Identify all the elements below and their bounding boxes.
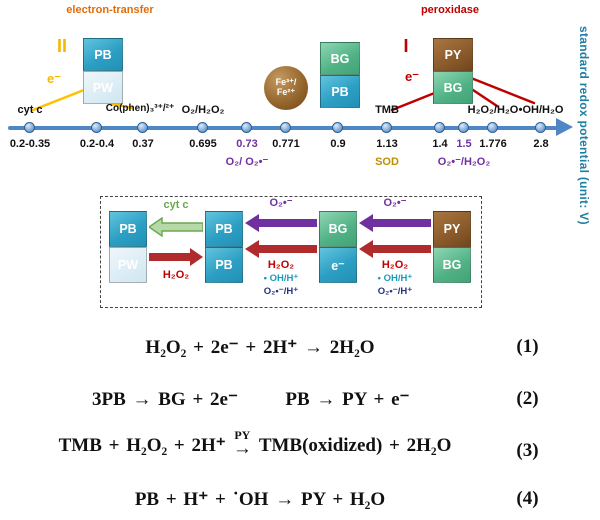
scheme-label-superoxide: O₂•⁻ [383, 197, 407, 209]
cube-bg: BG [433, 247, 471, 283]
equation-2a: 3PB → BG + 2e⁻ [91, 389, 239, 410]
equation-2b: PB → PY + e⁻ [285, 389, 410, 410]
redox-axis-arrowhead [556, 118, 573, 136]
axis-tick-value: 0.2-0.35 [9, 138, 51, 150]
green-arrow-left [149, 217, 203, 237]
label-h2o2-h2o: H₂O₂/H₂O [467, 104, 519, 116]
fe-redox-sphere: Fe³⁺/ Fe²⁺ [264, 66, 308, 110]
axis-tick-value: 1.5 [456, 138, 472, 150]
cube-py: PY [433, 211, 471, 247]
cube-pb: PB [205, 211, 243, 247]
cube-pb: PB [83, 38, 123, 71]
cube-bg: BG [320, 42, 360, 75]
label-oh-h2o: •OH/H₂O [518, 104, 564, 116]
cube-pb: PB [109, 211, 147, 247]
cube-pw: PW [83, 71, 123, 104]
scheme-stack-py-bg: PY BG [433, 211, 471, 283]
stack-py-bg: PY BG [433, 38, 473, 104]
axis-tick-value: 1.13 [376, 138, 398, 150]
scheme-label-superoxide-h: O₂•⁻/H⁺ [377, 286, 413, 297]
axis-point-dot [332, 122, 343, 133]
scheme-stack-pb-pw: PB PW [109, 211, 147, 283]
axis-tick-value: 0.9 [330, 138, 346, 150]
label-superoxide-h2o2: O₂•⁻/H₂O₂ [437, 156, 491, 168]
peroxidase-title: peroxidase [420, 4, 480, 16]
cube-pb: PB [320, 75, 360, 108]
red-arrow-right [149, 248, 203, 266]
label-o2-h2o2: O₂/H₂O₂ [181, 104, 225, 116]
scheme-label-oh-h: • OH/H⁺ [377, 273, 413, 284]
axis-point-dot [487, 122, 498, 133]
red-arrow-left [359, 240, 431, 258]
yellow-line-to-cytc [31, 88, 86, 112]
axis-point-dot [24, 122, 35, 133]
equation-4: PB + H⁺ + ˙OH → PY + H₂O [134, 489, 386, 510]
axis-point-dot [241, 122, 252, 133]
electron-transfer-title: electron-transfer [66, 4, 154, 16]
axis-point-dot [381, 122, 392, 133]
axis-point-dot [434, 122, 445, 133]
equation-3-catalyst-label: PY [234, 428, 251, 442]
scheme-label-superoxide-h: O₂•⁻/H⁺ [263, 286, 299, 297]
axis-point-dot [280, 122, 291, 133]
red-line-to-oh-h2o [469, 76, 536, 105]
cube-py: PY [433, 38, 473, 71]
label-o2-superoxide: O₂/ O₂•⁻ [225, 156, 269, 168]
axis-point-dot [91, 122, 102, 133]
axis-tick-value: 0.73 [236, 138, 258, 150]
label-sod: SOD [375, 156, 399, 168]
purple-arrow-left [359, 214, 431, 232]
axis-point-dot [535, 122, 546, 133]
equation-4-number: (4) [516, 488, 539, 509]
red-line-to-tmb [390, 90, 439, 112]
equation-3: TMB + H₂O₂ + 2H⁺ PY → TMB(oxidized) + 2H… [30, 428, 480, 459]
stack-bg-pb: BG PB [320, 42, 360, 108]
cube-electron: e⁻ [319, 247, 357, 283]
label-tmb: TMB [375, 104, 399, 116]
cube-bg: BG [433, 71, 473, 104]
equation-2-number: (2) [516, 388, 539, 409]
axis-point-dot [197, 122, 208, 133]
purple-arrow-left [245, 214, 317, 232]
axis-tick-value: 1.776 [479, 138, 507, 150]
scheme-stack-bg-e: BG e⁻ [319, 211, 357, 283]
axis-tick-value: 2.8 [533, 138, 549, 150]
roman-numeral-II: II [56, 36, 67, 56]
electron-label-right: e⁻ [404, 69, 420, 84]
equation-3-right: TMB(oxidized) + 2H₂O [258, 435, 452, 456]
cube-bg: BG [319, 211, 357, 247]
fe2-label: Fe²⁺ [276, 87, 296, 97]
equation-3-left: TMB + H₂O₂ + 2H⁺ [58, 435, 226, 456]
scheme-label-cyt-c: cyt c [163, 199, 189, 211]
equation-1-number: (1) [516, 336, 539, 357]
equation-3-number: (3) [516, 440, 539, 461]
scheme-stack-pb-pb: PB PB [205, 211, 243, 283]
equation-3-catalyst-arrow: PY → [232, 428, 252, 459]
axis-tick-value: 0.695 [189, 138, 217, 150]
scheme-label-h2o2: H₂O₂ [162, 269, 190, 281]
cube-pb: PB [205, 247, 243, 283]
scheme-label-h2o2: H₂O₂ [381, 259, 409, 271]
axis-tick-value: 0.37 [132, 138, 154, 150]
axis-point-dot [137, 122, 148, 133]
stack-pb-pw: PB PW [83, 38, 123, 104]
axis-tick-value: 1.4 [432, 138, 448, 150]
reaction-scheme-box: PB PW cyt c H₂O₂ PB PB O₂•⁻ H₂O₂ • OH/H⁺… [100, 196, 482, 308]
red-arrow-left [245, 240, 317, 258]
axis-title: standard redox potential (unit: V) [577, 26, 591, 225]
roman-numeral-I: I [403, 36, 409, 56]
label-cyt-c: cyt c [17, 104, 43, 116]
scheme-label-h2o2: H₂O₂ [267, 259, 295, 271]
label-cophen: Co(phen)₃³⁺/²⁺ [105, 103, 175, 114]
axis-tick-value: 0.2-0.4 [79, 138, 115, 150]
scheme-label-superoxide: O₂•⁻ [269, 197, 293, 209]
fe3-label: Fe³⁺/ [275, 77, 297, 88]
equation-1: H₂O₂ + 2e⁻ + 2H⁺ → 2H₂O [145, 337, 375, 358]
arrow-icon: → [232, 438, 252, 459]
cube-pw: PW [109, 247, 147, 283]
electron-label-left: e⁻ [46, 71, 62, 86]
axis-tick-value: 0.771 [272, 138, 300, 150]
axis-point-dot [458, 122, 469, 133]
scheme-label-oh-h: • OH/H⁺ [263, 273, 299, 284]
